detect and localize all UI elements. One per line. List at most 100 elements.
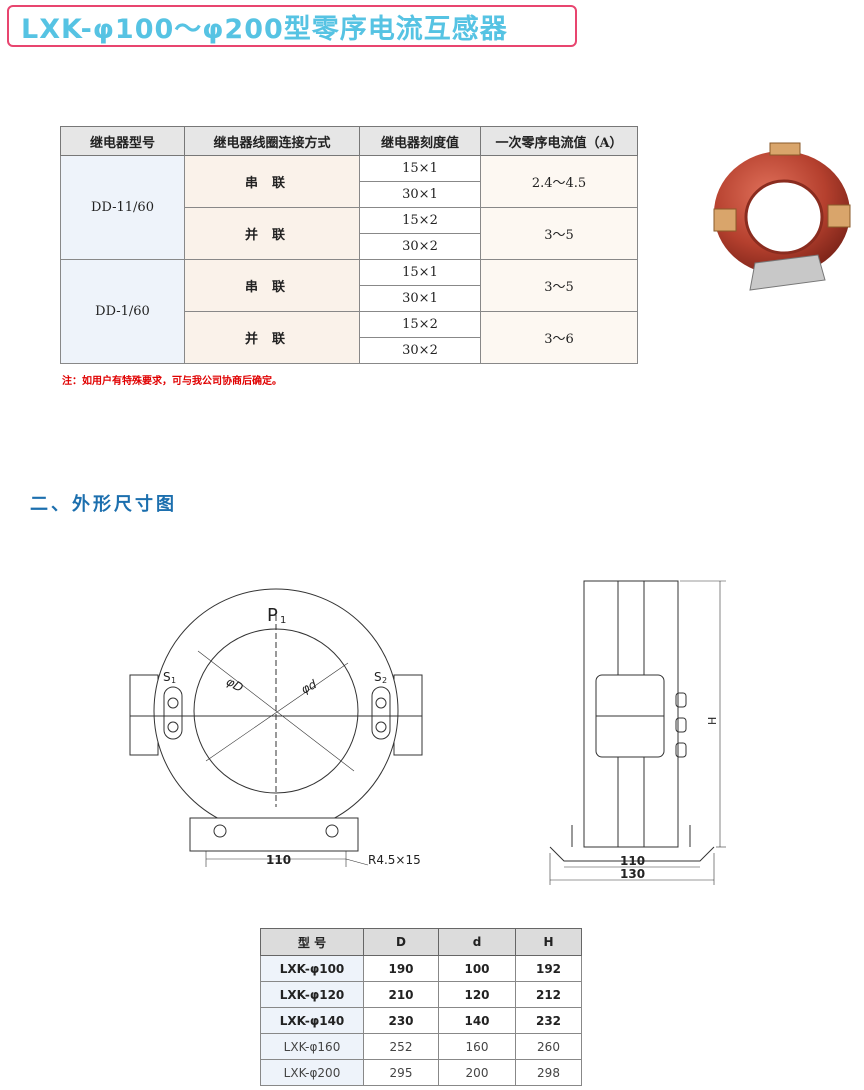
connection-cell: 串联 <box>184 155 360 208</box>
model-cell: LXK-φ200 <box>260 1059 364 1086</box>
d-outer-cell: 295 <box>363 1059 439 1086</box>
dimension-table: 型 号 D d H LXK-φ100 190 100 192 LXK-φ120 … <box>260 928 582 1086</box>
h-cell: 260 <box>515 1033 582 1060</box>
model-cell: LXK-φ160 <box>260 1033 364 1060</box>
label-s1-sub: 1 <box>171 676 176 685</box>
bolt-left <box>213 824 227 838</box>
product-photo <box>713 142 851 291</box>
table-row: DD-1/60 串联 15×1 3～5 <box>60 259 638 364</box>
header-D: D <box>363 928 439 956</box>
d-outer-cell: 230 <box>363 1007 439 1034</box>
s2-terminal <box>371 686 391 740</box>
front-view-drawing: P 1 S 1 S 2 φD φd 110 R4.5×15 <box>129 588 423 867</box>
s2-screw-top <box>375 697 387 709</box>
dimension-table-header: 型 号 D d H <box>260 928 582 956</box>
leader-r <box>345 858 369 866</box>
current-cell: 3～5 <box>480 259 638 312</box>
side-knob-3 <box>675 742 687 758</box>
diameter-line-d <box>205 662 349 762</box>
h-cell: 212 <box>515 981 582 1008</box>
base-plate <box>189 817 359 852</box>
side-knob-2 <box>675 717 687 733</box>
page-title: LXK-φ100～φ200型零序电流互感器 <box>21 13 508 45</box>
model-cell: DD-11/60 <box>60 155 185 260</box>
header-coil-connection: 继电器线圈连接方式 <box>184 126 360 156</box>
table-row: 30×1 <box>61 285 638 312</box>
table-note: 注：如用户有特殊要求，可与我公司协商后确定。 <box>62 376 282 387</box>
d-inner-cell: 120 <box>438 981 516 1008</box>
scale-cell: 30×2 <box>359 233 481 260</box>
current-cell: 2.4～4.5 <box>480 155 638 208</box>
ring-hole <box>746 181 822 253</box>
left-terminal <box>713 208 737 232</box>
side-dim-130-label: 130 <box>620 867 645 881</box>
d-inner-cell: 100 <box>438 955 516 982</box>
current-cell: 3～5 <box>480 207 638 260</box>
label-H: H <box>706 717 719 725</box>
table-row: DD-11/60 串联 15×1 2.4～4.5 <box>60 155 638 260</box>
side-view-drawing: H 110 130 <box>549 580 726 885</box>
connection-cell: 并联 <box>184 311 360 364</box>
scale-cell: 30×1 <box>359 181 481 208</box>
d-outer-cell: 190 <box>363 955 439 982</box>
h-cell: 232 <box>515 1007 582 1034</box>
table-row: 30×1 <box>61 181 638 208</box>
header-model: 型 号 <box>260 928 364 956</box>
ring-inner-edge <box>744 179 824 255</box>
d-outer-cell: 210 <box>363 981 439 1008</box>
connection-cell: 串联 <box>184 259 360 312</box>
side-dim-110-label: 110 <box>620 854 645 868</box>
s2-screw-bottom <box>375 721 387 733</box>
table-row: LXK-φ100 190 100 192 <box>260 955 582 982</box>
model-cell: LXK-φ120 <box>260 981 364 1008</box>
current-cell: 3～6 <box>480 311 638 364</box>
s1-screw-bottom <box>167 721 179 733</box>
d-outer-cell: 252 <box>363 1033 439 1060</box>
scale-cell: 30×2 <box>359 337 481 364</box>
section-title: 二、外形尺寸图 <box>30 494 177 515</box>
connection-cell: 并联 <box>184 207 360 260</box>
scale-cell: 15×1 <box>359 155 481 182</box>
scale-cell: 30×1 <box>359 285 481 312</box>
label-p1: P <box>267 605 278 626</box>
model-cell: DD-1/60 <box>60 259 185 364</box>
h-cell: 192 <box>515 955 582 982</box>
label-s2: S <box>374 670 382 684</box>
mounting-bracket <box>749 254 826 291</box>
header-H: H <box>515 928 582 956</box>
label-p1-sub: 1 <box>280 615 286 626</box>
r-label: R4.5×15 <box>368 853 421 867</box>
table-row: LXK-φ160 252 160 260 <box>260 1033 582 1060</box>
diameter-line-D <box>197 650 355 772</box>
header-d: d <box>438 928 516 956</box>
side-base <box>549 846 715 862</box>
header-relay-model: 继电器型号 <box>60 126 185 156</box>
scale-cell: 15×2 <box>359 311 481 338</box>
table-row: LXK-φ120 210 120 212 <box>260 981 582 1008</box>
side-knob-1 <box>675 692 687 708</box>
table-row: 30×2 <box>61 233 638 260</box>
table-row: LXK-φ200 295 200 298 <box>260 1059 582 1086</box>
table-row: 30×2 <box>61 337 638 364</box>
table-row: LXK-φ140 230 140 232 <box>260 1007 582 1034</box>
header-primary-current: 一次零序电流值（A） <box>480 126 638 156</box>
model-cell: LXK-φ140 <box>260 1007 364 1034</box>
h-cell: 298 <box>515 1059 582 1086</box>
right-terminal <box>827 204 851 228</box>
table-row: 并联 15×2 3～6 <box>61 311 638 364</box>
header-scale-value: 继电器刻度值 <box>359 126 481 156</box>
model-cell: LXK-φ100 <box>260 955 364 982</box>
dim-110-label: 110 <box>266 853 291 867</box>
s1-terminal <box>163 686 183 740</box>
scale-cell: 15×1 <box>359 259 481 286</box>
title-banner: LXK-φ100～φ200型零序电流互感器 <box>7 5 577 47</box>
top-terminal <box>769 142 801 156</box>
label-s1: S <box>163 670 171 684</box>
label-phid: φd <box>299 677 320 697</box>
label-s2-sub: 2 <box>382 676 387 685</box>
d-inner-cell: 140 <box>438 1007 516 1034</box>
d-inner-cell: 160 <box>438 1033 516 1060</box>
d-inner-cell: 200 <box>438 1059 516 1086</box>
bolt-right <box>325 824 339 838</box>
s1-screw-top <box>167 697 179 709</box>
